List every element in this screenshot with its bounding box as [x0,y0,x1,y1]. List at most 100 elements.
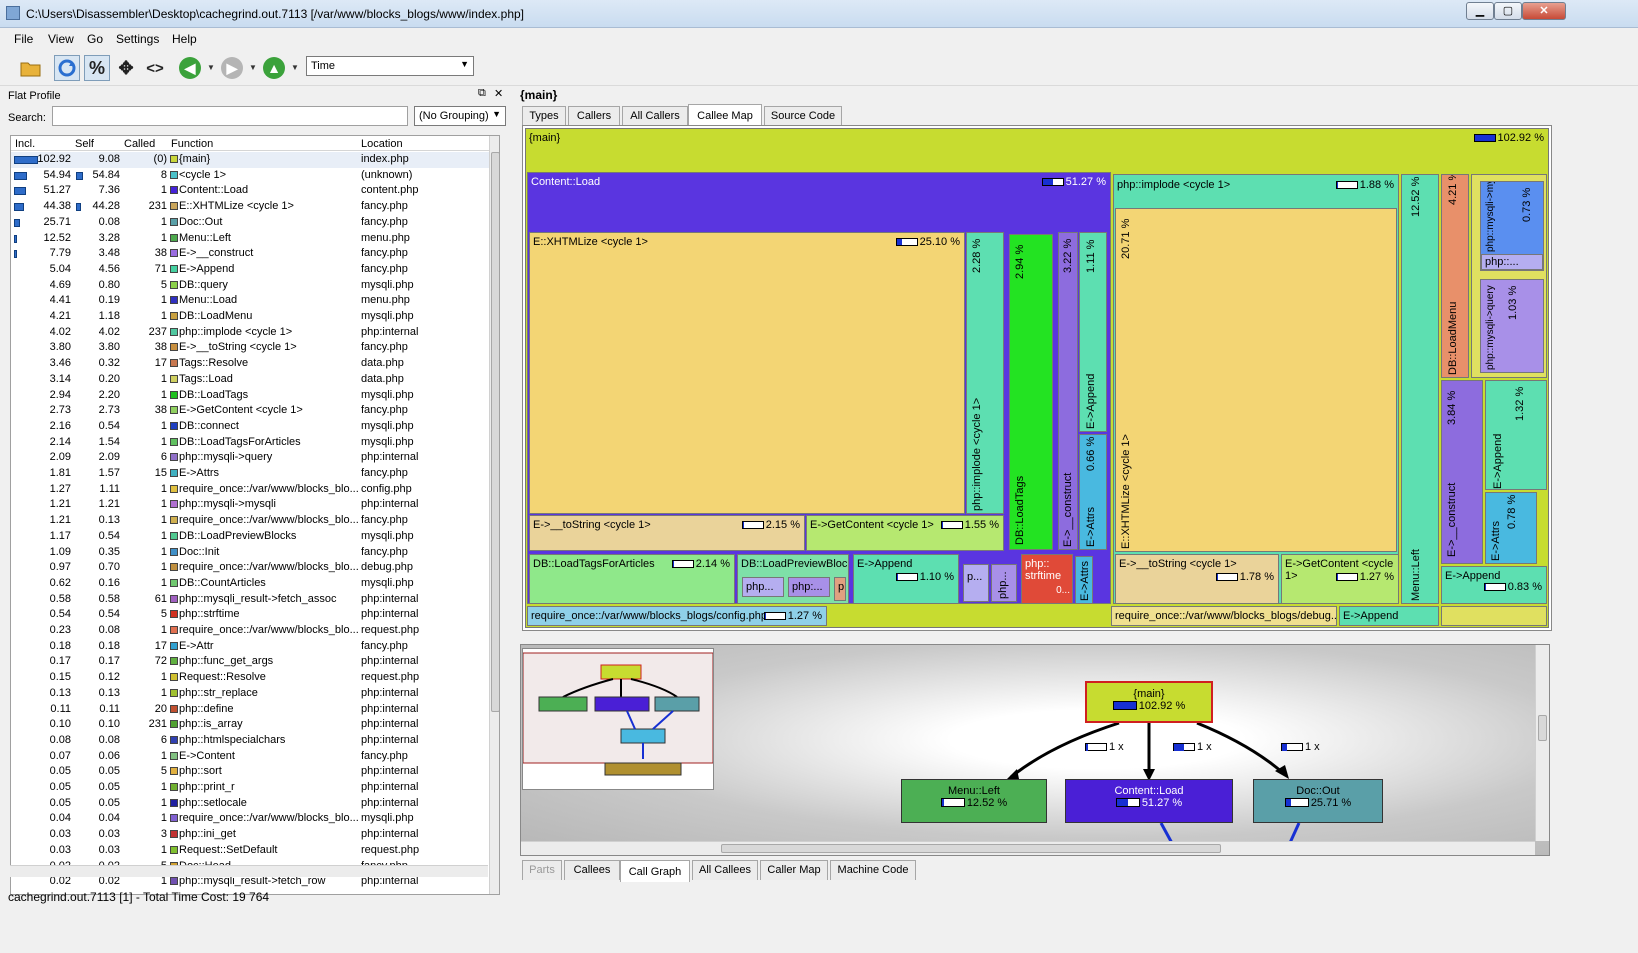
map-menu-left[interactable]: Menu::Left 12.52 % [1401,174,1439,604]
open-folder-icon[interactable] [18,55,44,81]
scroll-thumb[interactable] [491,152,499,712]
maximize-button[interactable]: ▢ [1494,2,1522,20]
tab-parts[interactable]: Parts [522,860,562,880]
grouping-select[interactable]: (No Grouping)▼ [414,106,506,126]
call-graph[interactable]: {main} 102.92 % Menu::Left 12.52 % Conte… [520,644,1550,856]
map-xhtmlize[interactable]: E::XHTMLize <cycle 1> 25.10 % [529,232,965,514]
graph-hscroll[interactable] [521,841,1535,855]
back-icon[interactable]: ◀ [177,55,203,81]
map-loadmenu-children[interactable]: php::mysqli->mysqli 0.73 % php::... php:… [1471,174,1547,378]
map-lp-p[interactable]: p... [834,577,846,601]
tab-machine-code[interactable]: Machine Code [830,860,916,880]
graph-hscroll-thumb[interactable] [721,844,1221,853]
map-lp-php1[interactable]: php... [742,577,784,597]
menu-view[interactable]: View [48,32,74,46]
map-require-debug[interactable]: require_once::/var/www/blocks_blogs/debu… [1111,606,1337,626]
map-small-php[interactable]: php... [991,564,1017,602]
tab-all-callers[interactable]: All Callers [622,106,688,126]
map-getcontent2[interactable]: E->GetContent <cycle 1> 1.27 % [1281,554,1399,604]
tab-caller-map[interactable]: Caller Map [760,860,828,880]
menu-go[interactable]: Go [87,32,104,46]
graph-node-menu-left[interactable]: Menu::Left 12.52 % [901,779,1047,823]
map-php-dots[interactable]: php::... [1481,254,1543,270]
tab-types[interactable]: Types [522,106,566,126]
col-called[interactable]: Called [124,138,156,150]
up-dropdown-icon[interactable]: ▼ [291,63,299,72]
map-tostring[interactable]: E->__toString <cycle 1> 2.15 % [529,515,805,551]
col-incl[interactable]: Incl. [15,138,36,150]
map-require-config[interactable]: require_once::/var/www/blocks_blogs/conf… [527,606,827,626]
search-input[interactable] [52,106,408,126]
tab-callees[interactable]: Callees [564,860,620,880]
map-misc-strip[interactable] [1441,606,1547,626]
map-attrs-v[interactable]: E->Attrs 0.66 % [1079,434,1107,550]
forward-dropdown-icon[interactable]: ▼ [249,63,257,72]
menu-settings[interactable]: Settings [116,32,160,46]
map-append-v[interactable]: E->Append 1.11 % [1079,232,1107,432]
map-loadpreviewblocks[interactable]: DB::LoadPreviewBlocks php... php:... p..… [737,554,849,604]
close-button[interactable]: ✕ [1522,2,1566,20]
map-append4[interactable]: E->Append 1.32 % [1485,380,1547,490]
map-append3[interactable]: E->Append [1339,606,1439,626]
up-icon[interactable]: ▲ [261,55,287,81]
map-append2[interactable]: E->Append 1.10 % [853,554,959,604]
map-xhtmlize2[interactable]: E::XHTMLize <cycle 1> 20.71 % [1115,208,1397,552]
col-self[interactable]: Self [75,138,94,150]
map-attrs2[interactable]: E->Attrs [1075,556,1093,604]
map-construct[interactable]: E->__construct 3.22 % [1058,232,1078,550]
back-dropdown-icon[interactable]: ▼ [207,63,215,72]
tab-callers[interactable]: Callers [568,106,620,126]
minimize-button[interactable]: ▁ [1466,2,1494,20]
map-lp-php2[interactable]: php:... [788,577,830,597]
map-small-p[interactable]: p... [963,564,989,602]
map-mysqli-mysqli[interactable]: php::mysqli->mysqli 0.73 % php::... [1480,181,1544,271]
graph-vscroll-thumb[interactable] [1538,715,1547,741]
col-location[interactable]: Location [361,138,403,150]
graph-node-content-load[interactable]: Content::Load 51.27 % [1065,779,1233,823]
call-graph-overview[interactable] [522,648,714,790]
map-tostring2[interactable]: E->__toString <cycle 1> 1.78 % [1115,554,1279,604]
graph-vscroll[interactable] [1535,645,1549,841]
col-function[interactable]: Function [171,138,214,150]
close-panel-icon[interactable]: ✕ [494,88,504,100]
map-mysqli-query[interactable]: php::mysqli->query 1.03 % [1480,279,1544,373]
map-implode-v[interactable]: php::implode <cycle 1> 2.28 % [966,232,1004,514]
